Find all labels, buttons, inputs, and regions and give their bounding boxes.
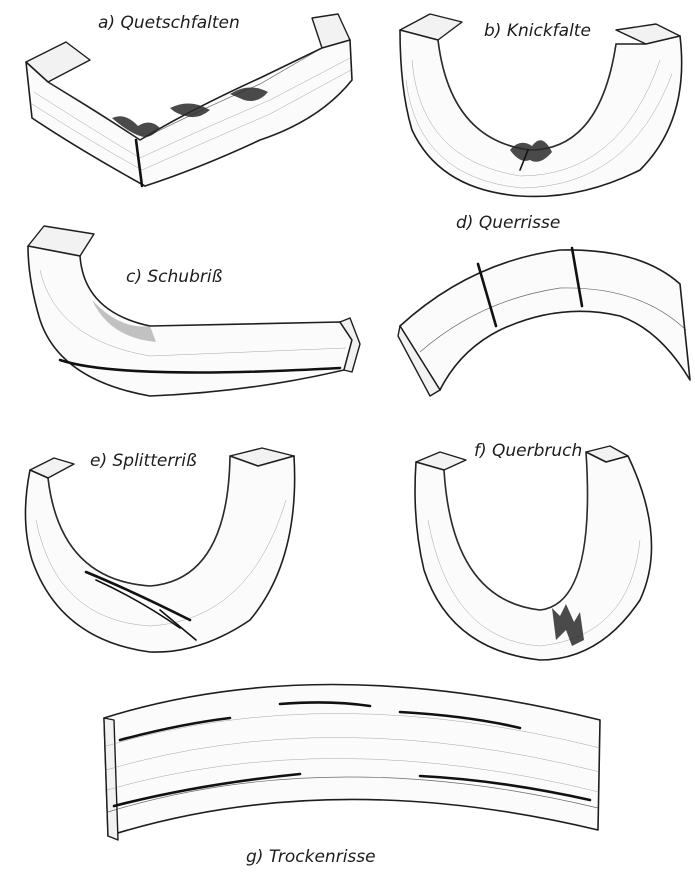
caption-b: b) Knickfalte <box>484 21 591 41</box>
caption-f: f) Querbruch <box>474 441 582 461</box>
caption-c: c) Schubriß <box>126 267 223 287</box>
caption-e: e) Splitterriß <box>90 451 197 471</box>
caption-g: g) Trockenrisse <box>246 847 376 867</box>
caption-d: d) Querrisse <box>456 213 560 233</box>
panel-g-beam <box>104 684 600 836</box>
panel-a: a) Quetschfalten <box>26 13 352 186</box>
panel-c: c) Schubriß <box>28 226 360 396</box>
panel-b-beam <box>400 30 682 196</box>
panel-e-beam <box>25 456 294 652</box>
panel-e: e) Splitterriß <box>25 448 294 652</box>
panel-b: b) Knickfalte <box>400 14 682 196</box>
caption-a: a) Quetschfalten <box>98 13 240 33</box>
panel-d: d) Querrisse <box>398 213 690 396</box>
panel-f: f) Querbruch <box>415 441 652 660</box>
panel-d-beam <box>400 250 690 390</box>
panel-f-beam <box>415 452 652 660</box>
panel-g: g) Trockenrisse <box>104 684 600 867</box>
